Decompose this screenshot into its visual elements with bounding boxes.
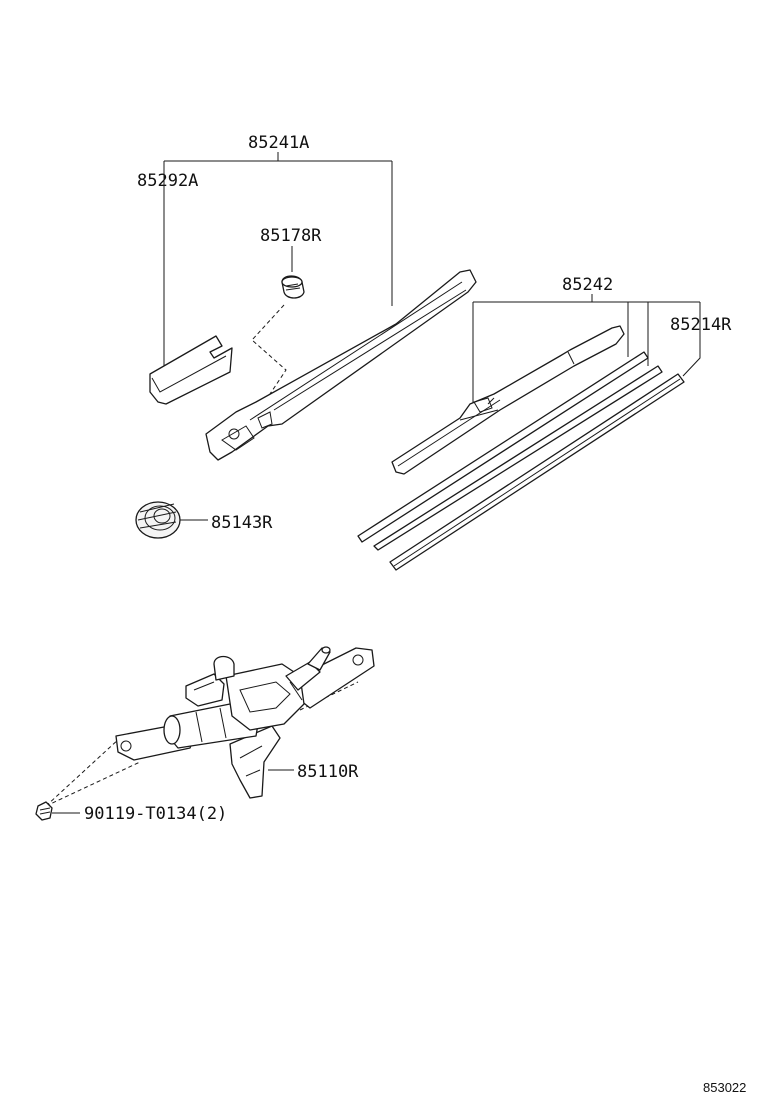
label-85178r: 85178R xyxy=(260,226,322,246)
label-90119-t0134: 90119-T0134(2) xyxy=(84,804,227,824)
figure-reference: 853022 xyxy=(703,1080,746,1095)
arm-cap-part xyxy=(149,335,233,405)
wiper-blade-part xyxy=(391,325,625,475)
label-85214r: 85214R xyxy=(670,315,732,335)
wiper-arm-part xyxy=(205,269,477,461)
bolt-part xyxy=(35,801,53,821)
pivot-cap-part xyxy=(135,501,181,539)
leader-lines xyxy=(52,152,701,814)
label-85110r: 85110R xyxy=(297,762,359,782)
wiper-rubber-strips xyxy=(357,351,685,571)
wiper-motor-part xyxy=(115,646,375,799)
label-85241a: 85241A xyxy=(248,133,309,153)
nut-part xyxy=(281,275,305,299)
label-85143r: 85143R xyxy=(211,513,273,533)
label-85242: 85242 xyxy=(562,275,613,295)
label-85292a: 85292A xyxy=(137,171,198,191)
